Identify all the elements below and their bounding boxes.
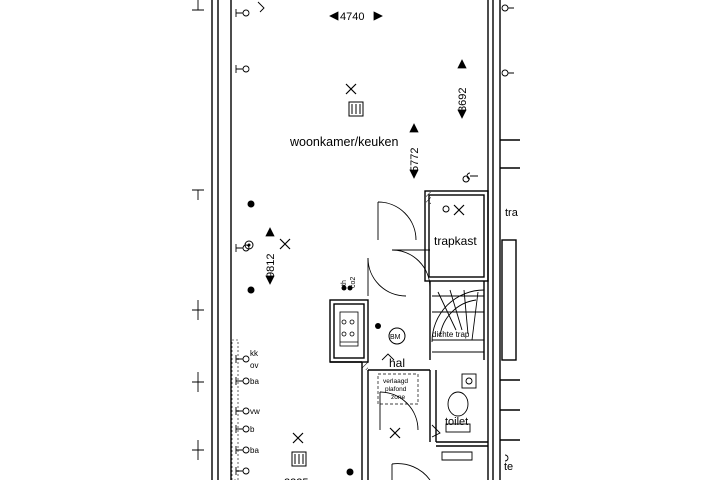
toilet-fixtures	[445, 373, 477, 433]
thermostat-label: th	[341, 280, 348, 286]
room-label-living: woonkamer/keuken	[289, 135, 398, 149]
doors	[367, 201, 431, 480]
ceiling-dots	[244, 175, 470, 476]
dimension-height-center: 5772	[409, 148, 421, 172]
socket-label-kk: kk	[250, 349, 259, 358]
lowered-ceiling-zone	[377, 373, 419, 405]
socket-icons	[192, 0, 514, 475]
co2-label: co2	[350, 277, 357, 288]
meter-fixture	[339, 311, 359, 347]
lowered-ceiling-line-1: verlaagd	[383, 378, 408, 385]
socket-label-ba-2: ba	[250, 446, 259, 455]
dimension-bottom-partial: 2225	[284, 477, 308, 480]
wall-hatch	[362, 362, 368, 370]
meter-label: BM	[390, 334, 401, 341]
lowered-ceiling-line-2: plafond	[385, 386, 407, 393]
socket-label-b: b	[250, 425, 255, 434]
meter-icon	[388, 327, 406, 345]
dimension-width-top: 4740	[340, 11, 364, 23]
dimension-height-right: 3692	[457, 88, 469, 112]
room-label-toilet: toilet	[445, 416, 468, 428]
lowered-ceiling-line-3: zone	[391, 394, 405, 401]
room-label-hal: hal	[389, 356, 405, 370]
socket-label-ba: ba	[250, 377, 259, 386]
stair	[431, 289, 485, 353]
room-label-trap-cut: tra	[505, 207, 519, 219]
light-points	[279, 83, 465, 444]
room-label-trapkast: trapkast	[434, 234, 477, 248]
wall-hatch	[426, 192, 431, 204]
stair-note: dichte trap	[432, 330, 470, 339]
right-cut-label: te	[504, 461, 513, 473]
walls	[211, 0, 520, 480]
socket-label-vw: vw	[250, 407, 260, 416]
heater-icon	[291, 101, 364, 467]
wall-column	[231, 339, 239, 480]
dimension-lines	[265, 11, 467, 285]
socket-label-ov: ov	[250, 361, 258, 370]
dimension-height-left: 9812	[265, 254, 277, 278]
